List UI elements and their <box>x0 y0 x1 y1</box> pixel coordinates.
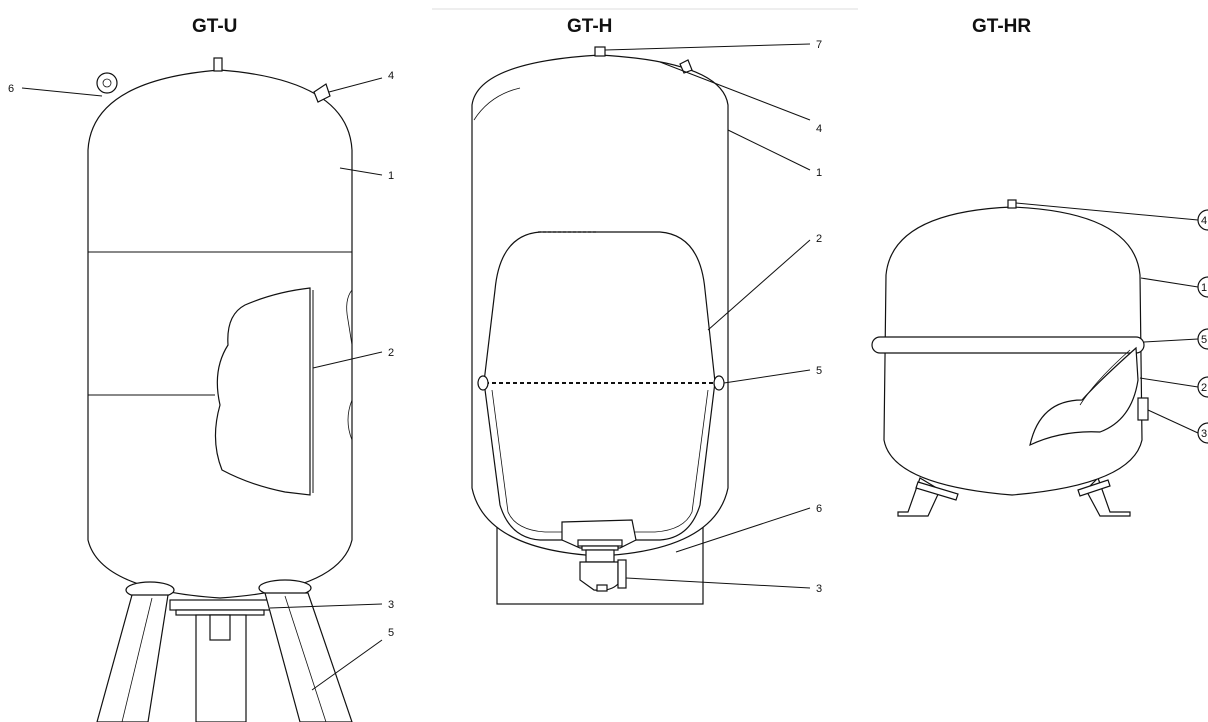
gt-hr-label-4: 4 <box>1201 215 1207 227</box>
gt-u-leg-left <box>96 594 169 722</box>
gt-hr-label-2: 2 <box>1201 382 1207 394</box>
vessel-gt-h <box>471 46 729 605</box>
gt-u-label-6: 6 <box>8 83 14 95</box>
gt-u-bottom-flange <box>169 599 271 611</box>
gt-hr-callout-3 <box>1197 422 1208 444</box>
gt-u-label-5: 5 <box>388 627 394 639</box>
gt-hr-callout-4 <box>1197 209 1208 231</box>
gt-u-lifting-eye <box>96 72 118 94</box>
gt-h-label-3: 3 <box>816 583 822 595</box>
gt-h-air-valve <box>679 59 693 74</box>
gt-hr-callout-2 <box>1197 376 1208 398</box>
panel-title-gt-hr: GT-HR <box>972 16 1032 37</box>
gt-u-top-nozzle <box>213 57 223 72</box>
gt-h-label-4: 4 <box>816 123 822 135</box>
gt-u-shell <box>87 69 353 599</box>
gt-u-label-3: 3 <box>388 599 394 611</box>
gt-hr-label-5: 5 <box>1201 334 1207 346</box>
gt-hr-top-nozzle <box>1007 199 1017 209</box>
gt-u-leg-right <box>264 592 353 722</box>
gt-hr-callout-5 <box>1197 328 1208 350</box>
gt-h-bladder <box>483 231 716 541</box>
gt-h-label-5: 5 <box>816 365 822 377</box>
gt-h-label-1: 1 <box>816 167 822 179</box>
gt-hr-girth-ring <box>871 336 1145 354</box>
gt-hr-label-1: 1 <box>1201 282 1207 294</box>
gt-h-top-nozzle <box>594 46 606 57</box>
gt-hr-label-3: 3 <box>1201 428 1207 440</box>
vessel-gt-hr <box>871 199 1149 517</box>
vessel-gt-u <box>87 57 353 722</box>
gt-u-label-4: 4 <box>388 70 394 82</box>
gt-u-air-valve <box>313 83 331 103</box>
gt-u-cutaway <box>214 287 311 496</box>
gt-h-label-7: 7 <box>816 39 822 51</box>
panel-title-gt-u: GT-U <box>192 16 238 37</box>
gt-h-label-6: 6 <box>816 503 822 515</box>
gt-h-label-2: 2 <box>816 233 822 245</box>
gt-hr-callout-1 <box>1197 276 1208 298</box>
gt-u-label-2: 2 <box>388 347 394 359</box>
gt-hr-side-connection <box>1137 397 1149 421</box>
gt-u-label-1: 1 <box>388 170 394 182</box>
panel-title-gt-h: GT-H <box>567 16 613 37</box>
gt-hr-cutaway <box>1029 346 1139 447</box>
